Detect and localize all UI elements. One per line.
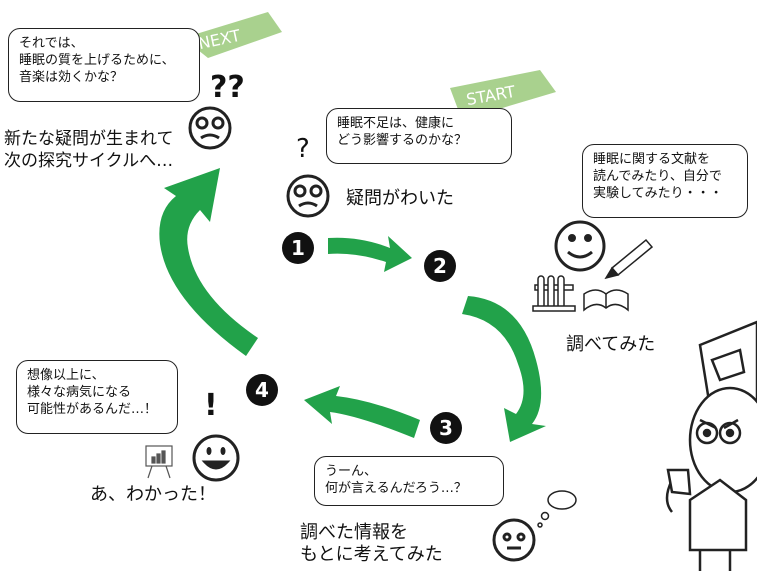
arrow-1-to-2 <box>328 236 412 272</box>
thought-cloud-icon <box>537 490 577 528</box>
bubble-discovery: 想像以上に、 様々な病気になる 可能性があるんだ…！ <box>16 360 178 434</box>
caption-doubt: 疑問がわいた <box>346 188 454 209</box>
caption-understood: あ、わかった！ <box>90 484 216 505</box>
open-book-icon <box>583 289 629 312</box>
faces <box>188 106 606 562</box>
smiling-face-icon-discovery <box>192 434 240 482</box>
arrow-2-to-3 <box>462 296 546 442</box>
caption-researched: 調べてみた <box>566 334 656 355</box>
cycle-arrows <box>159 168 546 442</box>
presentation-board-icon <box>145 445 173 479</box>
step-1-badge: 1 <box>282 232 314 264</box>
step-3-badge: 3 <box>430 412 462 444</box>
arrow-3-to-4 <box>304 386 420 438</box>
start-tag-shape <box>450 70 556 120</box>
test-tubes-icon <box>532 275 576 312</box>
bubble-start-question: 睡眠不足は、健康に どう影響するのかな？ <box>326 108 512 164</box>
worried-face-icon-start <box>286 174 330 218</box>
bubble-thinking: うーん、 何が言えるんだろう…？ <box>314 456 504 506</box>
exclamation-mark: ! <box>204 388 218 423</box>
worried-face-icon-top <box>188 106 232 150</box>
double-question-mark: ?? <box>210 70 245 105</box>
bubble-research: 睡眠に関する文献を 読んでみたり、自分で 実験してみたり・・・ <box>582 144 748 218</box>
caption-new-cycle: 新たな疑問が生まれて 次の探究サイクルへ… <box>4 129 174 171</box>
thinking-face-icon <box>492 518 536 562</box>
step-2-badge: 2 <box>424 250 456 282</box>
arrow-4-to-next <box>159 168 258 356</box>
next-tag-shape <box>183 12 282 58</box>
professor-character-illustration <box>665 320 757 571</box>
pencil-icon <box>604 238 654 280</box>
caption-considered: 調べた情報を もとに考えてみた <box>300 522 443 565</box>
question-mark: ? <box>296 134 310 164</box>
happy-face-icon-research <box>554 220 606 272</box>
step-4-badge: 4 <box>246 374 278 406</box>
bubble-next-question: それでは、 睡眠の質を上げるために、 音楽は効くかな？ <box>8 28 200 102</box>
